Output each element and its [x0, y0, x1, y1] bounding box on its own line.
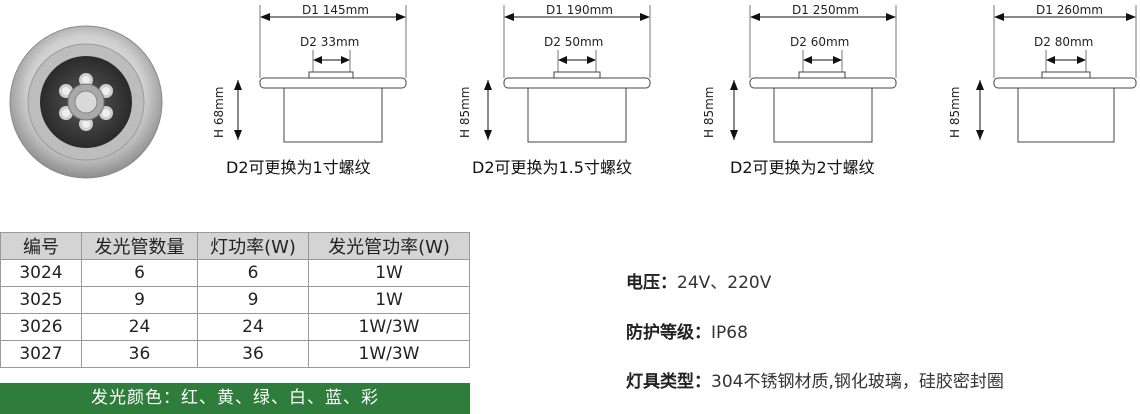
voltage-spec: 电压：24V、220V	[626, 268, 771, 293]
cell-led-count: 9	[81, 286, 198, 314]
d2-label: D2 60mm	[790, 35, 850, 49]
header-led-count: 发光管数量	[81, 232, 198, 260]
cell-led-power: 1W	[308, 286, 470, 314]
cell-led-count: 24	[81, 313, 198, 341]
thread-caption: D2可更换为2寸螺纹	[730, 158, 875, 177]
table-row: 3026 24 24 1W/3W	[0, 313, 470, 341]
cell-id: 3024	[0, 259, 82, 287]
ip-rating-label: 防护等级：	[626, 323, 711, 343]
product-photo	[9, 25, 163, 179]
thread-caption: D2可更换为1.5寸螺纹	[472, 158, 632, 177]
cell-lamp-power: 36	[197, 340, 309, 368]
d2-label: D2 80mm	[1034, 35, 1094, 49]
header-lamp-power: 灯功率(W)	[197, 232, 309, 260]
voltage-label: 电压：	[626, 273, 677, 293]
cell-led-count: 6	[81, 259, 198, 287]
dimension-drawing-2: D1 190mm D2 50mm H 85mm D2可更换为1.5寸螺纹	[458, 0, 714, 190]
table-row: 3027 36 36 1W/3W	[0, 340, 470, 368]
d1-label: D1 260mm	[1036, 3, 1103, 17]
cell-lamp-power: 6	[197, 259, 309, 287]
h-label: H 85mm	[458, 86, 472, 139]
ip-rating-value: IP68	[711, 323, 748, 343]
header-led-power: 发光管功率(W)	[308, 232, 470, 260]
thread-caption: D2可更换为1寸螺纹	[226, 158, 371, 177]
d1-label: D1 190mm	[546, 3, 613, 17]
d1-label: D1 250mm	[792, 3, 859, 17]
lamp-type-value: 304不锈钢材质,钢化玻璃，硅胶密封圈	[711, 372, 1004, 392]
dimension-drawing-1: D1 145mm D2 33mm H 68mm D2可更换为1寸螺纹	[212, 0, 470, 190]
h-label: H 68mm	[212, 86, 226, 139]
dimension-drawing-3: D1 250mm D2 60mm H 85mm D2可更换为2寸螺纹	[702, 0, 958, 190]
cell-led-power: 1W/3W	[308, 340, 470, 368]
table-row: 3024 6 6 1W	[0, 259, 470, 287]
lamp-type-label: 灯具类型：	[626, 372, 711, 392]
lamp-type-spec: 灯具类型：304不锈钢材质,钢化玻璃，硅胶密封圈	[626, 367, 1004, 392]
d1-label: D1 145mm	[302, 3, 369, 17]
h-label: H 85mm	[702, 86, 716, 139]
voltage-value: 24V、220V	[677, 273, 772, 293]
cell-led-power: 1W	[308, 259, 470, 287]
cell-led-count: 36	[81, 340, 198, 368]
cell-id: 3026	[0, 313, 82, 341]
cell-led-power: 1W/3W	[308, 313, 470, 341]
d2-label: D2 50mm	[544, 35, 604, 49]
cell-id: 3025	[0, 286, 82, 314]
dimension-drawing-4: D1 260mm D2 80mm H 85mm	[948, 0, 1140, 190]
table-row: 3025 9 9 1W	[0, 286, 470, 314]
cell-lamp-power: 9	[197, 286, 309, 314]
d2-label: D2 33mm	[300, 35, 360, 49]
h-label: H 85mm	[948, 86, 962, 139]
cell-id: 3027	[0, 340, 82, 368]
spec-table: 编号 发光管数量 灯功率(W) 发光管功率(W) 3024 6 6 1W 302…	[0, 232, 470, 368]
ip-rating-spec: 防护等级：IP68	[626, 318, 748, 343]
light-colors-bar: 发光颜色：红、黄、绿、白、蓝、彩	[0, 383, 470, 414]
table-header-row: 编号 发光管数量 灯功率(W) 发光管功率(W)	[0, 232, 470, 260]
cell-lamp-power: 24	[197, 313, 309, 341]
header-id: 编号	[0, 232, 82, 260]
